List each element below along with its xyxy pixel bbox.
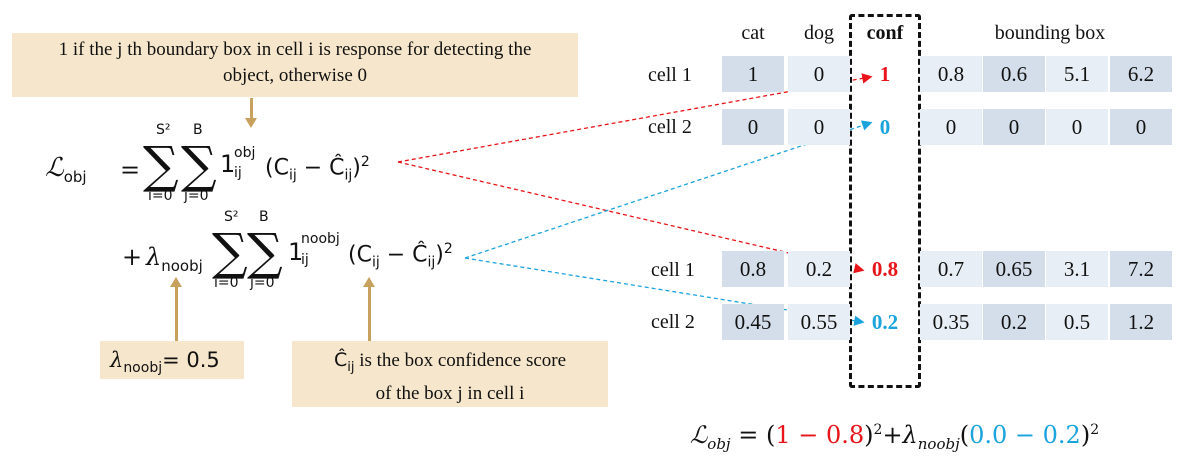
table-cell: 0.5 (1046, 304, 1108, 340)
result-red-term: 1 − 0.8 (775, 421, 865, 449)
table-cell: 0 (1046, 109, 1108, 145)
indicator-noobj-sub: ij (301, 252, 309, 268)
sum4-lower: j=0 (250, 275, 275, 291)
sum3-lower: i=0 (214, 275, 239, 291)
result-lhs: ℒ (690, 421, 708, 449)
row-label: cell 1 (648, 64, 692, 86)
row-label: cell 1 (651, 259, 695, 281)
sum4-symbol: ∑ (247, 223, 283, 281)
lambda-noobj: λnoobj (146, 243, 203, 275)
indicator-obj-sup: obj (234, 145, 256, 161)
table-cell: 6.2 (1110, 56, 1172, 92)
loss-lhs-sub: obj (63, 168, 87, 187)
sum1-lower: i=0 (148, 188, 173, 204)
indicator-noobj-sup: noobj (301, 231, 340, 247)
table-cell: 0.8 (920, 56, 982, 92)
table-cell: 0.2 (788, 251, 850, 287)
table-cell: 0 (788, 109, 850, 145)
table-cell: 0.55 (788, 304, 850, 340)
table-cell: 0 (983, 109, 1045, 145)
result-blue-term: 0.0 − 0.2 (969, 421, 1081, 449)
table-cell: 0.6 (983, 56, 1045, 92)
chat-arrow-up (363, 277, 375, 341)
sum1-symbol: ∑ (143, 136, 179, 194)
note-arrow-down (245, 98, 257, 128)
table-cell: 0.2 (983, 304, 1045, 340)
lambda-note-sub: noobj (123, 360, 163, 377)
lambda-note-value: = 0.5 (162, 348, 220, 372)
result-equation: ℒobj = (1 − 0.8)2+λnoobj(0.0 − 0.2)2 (690, 421, 1100, 453)
lambda-note: λnoobj= 0.5 (100, 341, 244, 379)
table-cell: 0 (722, 109, 784, 145)
lambda-arrow-up (170, 277, 182, 341)
conf-column-highlight (849, 14, 921, 388)
table-cell: 5.1 (1046, 56, 1108, 92)
header-conf: conf (866, 22, 904, 44)
loss-eq: = (120, 156, 141, 184)
chat-note-line1: Ĉij is the box confidence score (333, 349, 567, 375)
sum2-symbol: ∑ (181, 136, 217, 194)
table-cell: 0.45 (722, 304, 784, 340)
result-lhs-sub: obj (707, 434, 731, 453)
table-cell: 1.2 (1110, 304, 1172, 340)
row-label: cell 2 (651, 311, 695, 333)
term-obj: (Cij − Ĉij)2 (265, 154, 370, 184)
row-label: cell 2 (648, 116, 692, 138)
sum4-upper: B (259, 209, 269, 225)
indicator-note-text: 1 if the j th boundary box in cell i is … (58, 39, 532, 86)
sum1-upper: S² (156, 122, 171, 138)
sum2-lower: j=0 (184, 188, 209, 204)
lambda-note-symbol: λ (110, 348, 124, 372)
table-cell: 1 (722, 56, 784, 92)
result-eq: = ( (730, 421, 776, 449)
table-cell: 0.8 (722, 251, 784, 287)
result-lambda: +λ (882, 421, 918, 449)
table-cell: 0.65 (983, 251, 1045, 287)
sum3-symbol: ∑ (212, 223, 248, 281)
table-cell: 0.35 (920, 304, 982, 340)
header-dog: dog (804, 22, 834, 44)
plus-sign: + (122, 243, 143, 271)
table-cell: 0.7 (920, 251, 982, 287)
chat-note: Ĉij is the box confidence score of the b… (292, 341, 608, 407)
conf-cell: 0.2 (871, 309, 899, 334)
sum2-upper: B (193, 122, 203, 138)
conf-cell: 0 (879, 114, 891, 139)
header-bounding-box: bounding box (994, 22, 1106, 44)
conf-cell: 1 (879, 61, 891, 86)
indicator-noobj: 1 (288, 238, 304, 266)
sum3-upper: S² (224, 209, 239, 225)
table-cell: 0 (788, 56, 850, 92)
indicator-obj-sub: ij (234, 165, 242, 181)
indicator-note: 1 if the j th boundary box in cell i is … (12, 33, 578, 97)
conf-cell: 0.8 (871, 256, 899, 281)
table-cell: 7.2 (1110, 251, 1172, 287)
loss-lhs: ℒ (45, 153, 64, 183)
header-cat: cat (741, 22, 765, 44)
table-cell: 0 (920, 109, 982, 145)
table-cell: 0 (1110, 109, 1172, 145)
indicator-obj: 1 (220, 150, 236, 178)
chat-note-line2: of the box j in cell i (375, 382, 525, 404)
table-cell: 3.1 (1046, 251, 1108, 287)
term-noobj: (Cij − Ĉij)2 (348, 241, 453, 271)
